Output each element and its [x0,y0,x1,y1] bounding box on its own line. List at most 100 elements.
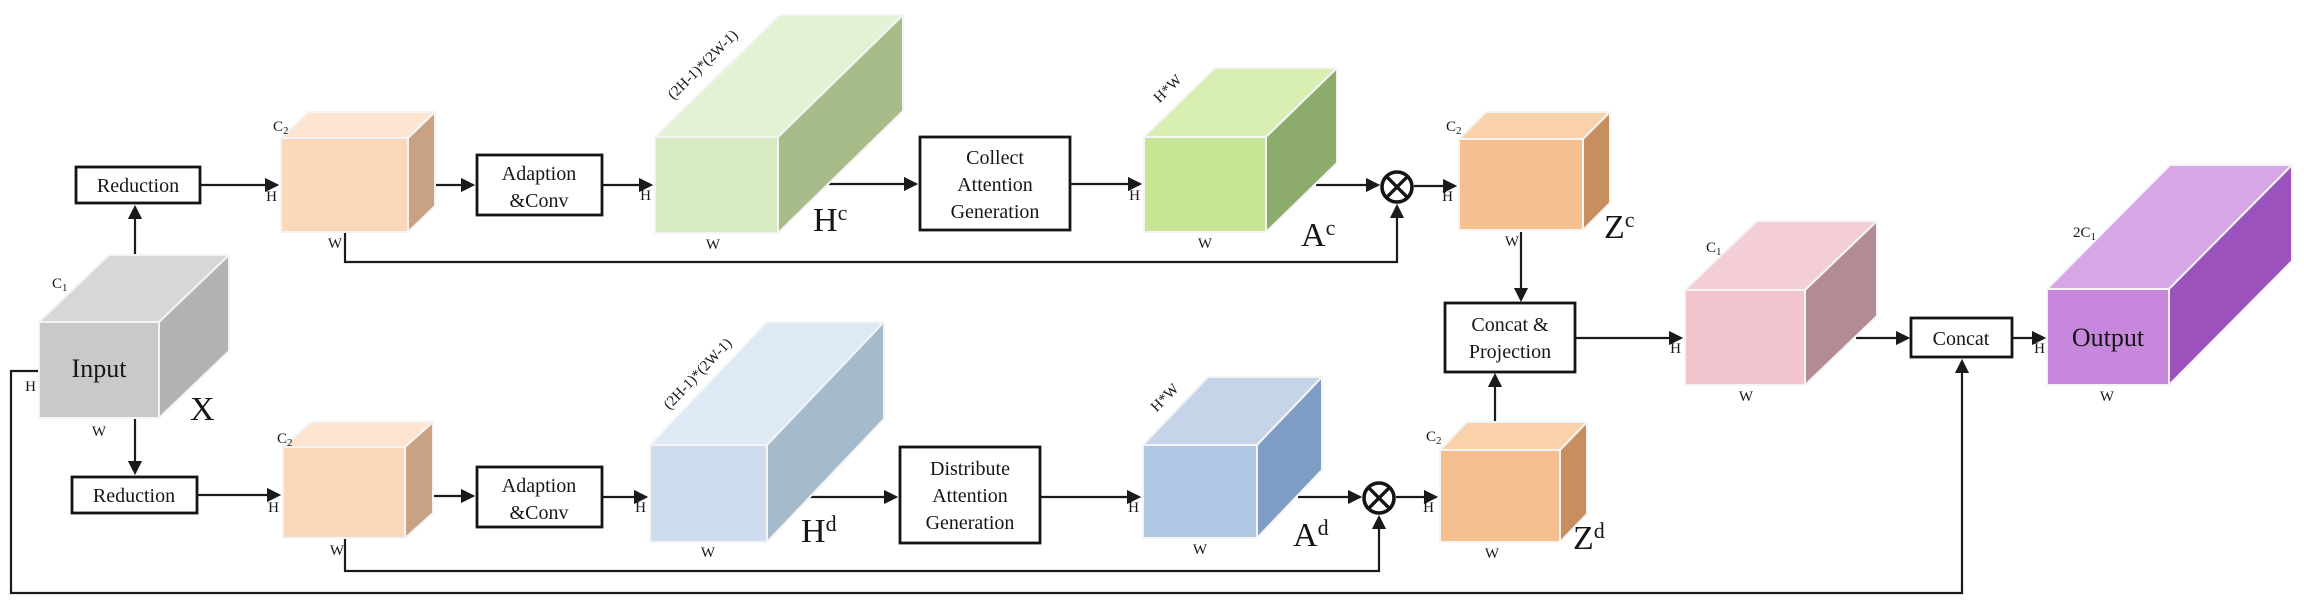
reduced-top-front-face [280,137,409,233]
hc-tensor: (2H-1)*(2W-1) H W Hc [640,14,904,253]
zd-symbol: Zd [1573,518,1605,557]
adaption-conv-top-box: Adaption &Conv [475,153,604,217]
input-label: Input [72,354,128,383]
hc-width-label: W [706,237,721,253]
reduction-top-label: Reduction [97,175,179,197]
reduced-tensor-bottom: C2 H W [268,421,434,559]
reduction-bottom-label: Reduction [93,485,175,507]
reduced-top-channel-label: C2 [273,119,289,137]
fused-tensor: C1 H W [1670,220,1878,405]
ad-tensor: H*W H W Ad [1128,376,1329,558]
reduced-bottom-width-label: W [330,543,345,559]
zc-tensor: C2 H W Zc [1442,111,1635,250]
reduction-top-rect [74,165,202,205]
zd-width-label: W [1485,546,1500,562]
reduced-bottom-channel-label: C2 [277,431,293,449]
reduction-bottom-rect [70,475,199,515]
adaption-bottom-rect [475,465,604,529]
concat-projection-line2: Projection [1469,341,1551,363]
input-channel-label: C1 [52,276,68,294]
reduced-tensor-top: C2 H W [266,111,436,252]
fused-height-label: H [1670,341,1681,357]
adaption-bottom-line2: &Conv [510,502,569,524]
ac-tensor: H*W H W Ac [1129,67,1338,254]
concat-rect [1909,316,2014,359]
skip-connection-input-to-concat [9,358,1970,595]
hd-height-label: H [635,500,646,516]
adaption-top-line2: &Conv [510,190,569,212]
connections [9,176,2047,595]
zd-front-face [1439,449,1561,543]
reduced-top-height-label: H [266,189,277,205]
adaption-top-line1: Adaption [502,163,576,185]
input-width-label: W [92,424,107,440]
hd-width-label: W [701,545,716,561]
fused-front-face [1684,289,1806,386]
input-height-label: H [25,379,36,395]
concat-projection-box: Concat & Projection [1443,301,1577,374]
ad-width-label: W [1193,542,1208,558]
ac-symbol: Ac [1301,215,1336,254]
hd-symbol: Hd [801,511,837,550]
collect-attention-box: Collect Attention Generation [918,135,1072,232]
collect-line1: Collect [966,147,1024,169]
concat-label: Concat [1933,328,1990,350]
output-height-label: H [2034,341,2045,357]
hc-height-label: H [640,188,651,204]
zc-channel-label: C2 [1446,119,1462,137]
output-front-face [2046,288,2170,386]
distribute-attention-box: Distribute Attention Generation [898,445,1042,545]
input-tensor: Input X C1 H W [25,254,230,440]
zc-front-face [1458,138,1584,231]
reduced-top-width-label: W [328,236,343,252]
zc-width-label: W [1505,234,1520,250]
reduction-top-box: Reduction [74,165,202,205]
zd-height-label: H [1423,500,1434,516]
fused-channel-label: C1 [1706,240,1722,258]
multiply-top-icon [1380,170,1414,204]
input-front-face [38,321,160,419]
concat-box: Concat [1909,316,2014,359]
input-symbol: X [190,391,215,428]
concat-projection-line1: Concat & [1471,314,1549,336]
output-channel-label: 2C1 [2073,225,2096,243]
collect-line3: Generation [951,201,1040,223]
ad-symbol: Ad [1293,515,1329,554]
reduced-bottom-front-face [282,446,406,539]
collect-rect [918,135,1072,232]
distribute-line2: Attention [932,485,1008,507]
ad-front-face [1142,444,1258,539]
reduced-bottom-height-label: H [268,500,279,516]
ad-height-label: H [1128,500,1139,516]
hd-front-face [649,444,768,543]
multiply-bottom-x2 [1367,486,1391,510]
output-label: Output [2072,323,2145,352]
adaption-bottom-line1: Adaption [502,475,576,497]
distribute-line1: Distribute [930,458,1010,480]
ac-front-face [1143,136,1267,233]
output-width-label: W [2100,389,2115,405]
distribute-line3: Generation [926,512,1015,534]
bypass-bottom-reduced-to-multiply [343,514,1387,573]
multiply-bottom-icon [1362,481,1396,515]
concat-projection-rect [1443,301,1577,374]
hc-front-face [654,136,779,234]
bypass-top-reduced-to-multiply [343,203,1405,264]
reduction-bottom-box: Reduction [70,475,199,515]
hd-tensor: (2H-1)*(2W-1) H W Hd [635,321,885,561]
ac-width-label: W [1198,236,1213,252]
hc-symbol: Hc [813,200,848,239]
zd-tensor: C2 H W Zd [1423,421,1605,562]
collect-line2: Attention [957,174,1033,196]
adaption-top-rect [475,153,604,217]
zd-channel-label: C2 [1426,429,1442,447]
distribute-rect [898,445,1042,545]
fused-width-label: W [1739,389,1754,405]
zc-height-label: H [1442,189,1453,205]
ac-height-label: H [1129,188,1140,204]
adaption-conv-bottom-box: Adaption &Conv [475,465,604,529]
multiply-top-x2 [1385,175,1409,199]
output-tensor: 2C1 Output H W [2034,164,2293,405]
